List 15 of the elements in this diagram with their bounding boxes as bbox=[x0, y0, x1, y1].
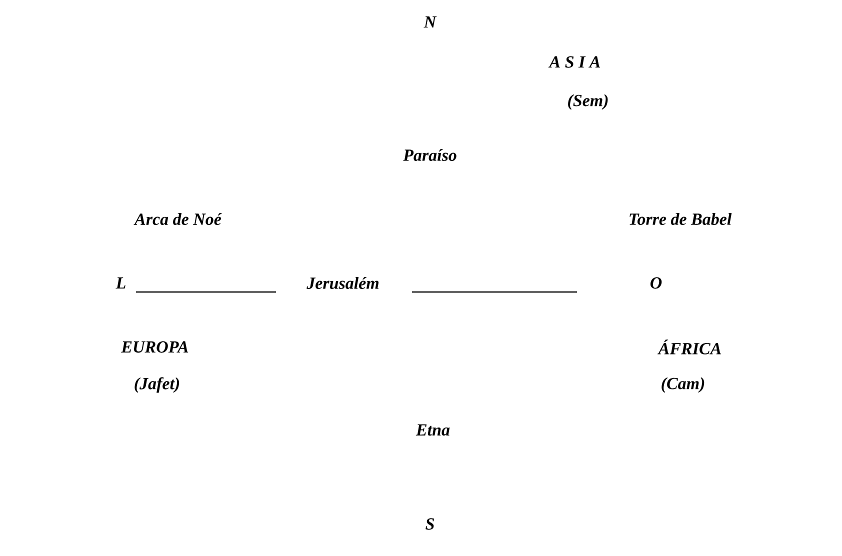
continent-label: ÁFRICA bbox=[657, 340, 721, 354]
compass-letter: L bbox=[116, 277, 126, 289]
place-label: Paraíso bbox=[403, 149, 456, 161]
label-text: (Sem) bbox=[568, 94, 608, 110]
place-label: Jerusalém bbox=[306, 277, 379, 289]
compass-letter: O bbox=[650, 277, 662, 289]
continent-label: EUROPA bbox=[121, 341, 188, 353]
label-text: (Jafet) bbox=[134, 377, 180, 393]
place-label: Etna bbox=[416, 424, 450, 436]
place-label: Arca de Noé bbox=[134, 213, 222, 225]
label-text: (Cam) bbox=[662, 377, 704, 393]
compass-letter: N bbox=[424, 16, 437, 28]
compass-letter: S bbox=[426, 518, 434, 530]
continent-label: A S I A bbox=[548, 56, 600, 68]
place-label: Torre de Babel bbox=[630, 213, 732, 225]
